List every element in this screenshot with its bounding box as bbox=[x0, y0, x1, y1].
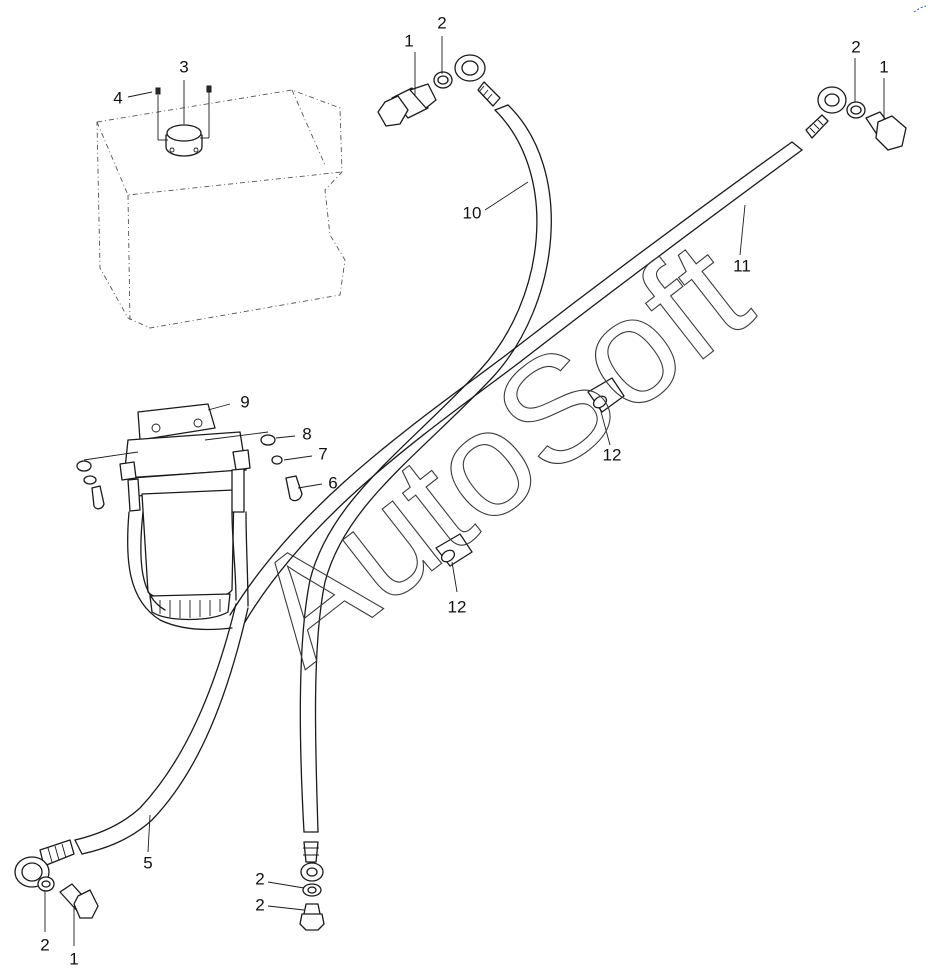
fuel-tank bbox=[96, 89, 346, 329]
banjo-bottom-left bbox=[14, 839, 75, 892]
banjo-bolt-bottom-left bbox=[59, 883, 99, 919]
callout-2: 2 bbox=[40, 935, 49, 954]
callout-2: 2 bbox=[255, 895, 264, 914]
callouts: 1 2 2 1 3 4 10 11 9 8 7 6 12 12 5 2 1 2 … bbox=[40, 13, 888, 968]
callout-11: 11 bbox=[733, 256, 751, 275]
clamp-12-upper bbox=[587, 377, 625, 413]
callout-5: 5 bbox=[143, 853, 152, 872]
hose-5 bbox=[74, 603, 249, 855]
hose-10 bbox=[299, 104, 552, 833]
banjo-bolt-top-right bbox=[865, 111, 907, 151]
banjo-top-left bbox=[433, 54, 501, 107]
tank-cap bbox=[165, 124, 203, 157]
callout-10: 10 bbox=[463, 203, 482, 222]
callout-1: 1 bbox=[69, 949, 78, 968]
banjo-bolt-top-left bbox=[377, 83, 437, 127]
corner-mark bbox=[913, 5, 927, 13]
callout-7: 7 bbox=[318, 444, 327, 463]
callout-12: 12 bbox=[603, 445, 622, 464]
leader-lines bbox=[44, 36, 885, 946]
filter-mounting-hardware bbox=[76, 431, 303, 510]
callout-1: 1 bbox=[404, 31, 413, 50]
callout-2: 2 bbox=[255, 869, 264, 888]
cap-screws bbox=[155, 85, 212, 141]
fuel-filter bbox=[119, 403, 251, 621]
callout-2: 2 bbox=[851, 37, 860, 56]
callout-1: 1 bbox=[879, 57, 888, 76]
callout-4: 4 bbox=[113, 88, 122, 107]
banjo-top-right bbox=[805, 86, 866, 139]
callout-12: 12 bbox=[448, 597, 467, 616]
callout-9: 9 bbox=[240, 392, 249, 411]
callout-3: 3 bbox=[179, 57, 188, 76]
hose-11 bbox=[229, 141, 803, 623]
callout-8: 8 bbox=[302, 424, 311, 443]
filter-hoses bbox=[127, 511, 249, 631]
banjo-bottom-center bbox=[299, 841, 325, 931]
callout-6: 6 bbox=[328, 473, 337, 492]
watermark-text: AutoSoft bbox=[221, 209, 778, 696]
callout-2: 2 bbox=[437, 13, 446, 32]
clamp-12-lower bbox=[435, 533, 473, 567]
